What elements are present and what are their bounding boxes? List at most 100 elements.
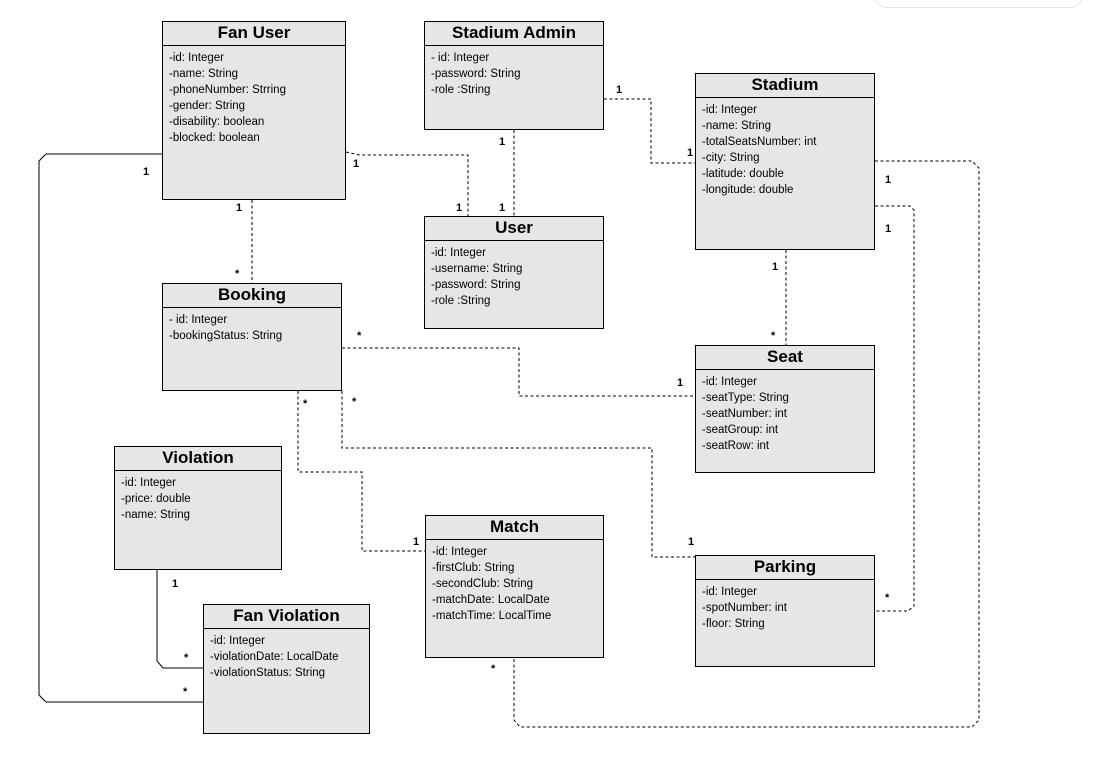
attribute: -id: Integer xyxy=(432,546,487,558)
class-name: Parking xyxy=(696,556,874,580)
multiplicity-label: 1 xyxy=(687,147,694,159)
attribute: -id: Integer xyxy=(121,477,176,489)
attribute: -seatRow: int xyxy=(702,440,770,452)
class-user[interactable]: User -id: Integer -username: String -pas… xyxy=(424,216,604,329)
attribute: -seatNumber: int xyxy=(702,408,788,420)
multiplicity-label: 1 xyxy=(772,261,779,273)
attribute: -violationStatus: String xyxy=(210,667,326,679)
attribute: -id: Integer xyxy=(210,635,265,647)
class-name: Stadium Admin xyxy=(425,22,603,46)
attribute: -bookingStatus: String xyxy=(169,330,283,342)
multiplicity-label: 1 xyxy=(688,536,695,548)
attribute: -blocked: boolean xyxy=(169,132,260,144)
attribute: -id: Integer xyxy=(702,104,757,116)
booking-parking-line xyxy=(341,391,695,558)
class-violation[interactable]: Violation -id: Integer -price: double -n… xyxy=(114,446,282,570)
attribute: -matchTime: LocalTime xyxy=(432,610,552,622)
attribute: -id: Integer xyxy=(702,376,757,388)
attribute: -totalSeatsNumber: int xyxy=(702,136,817,148)
attribute: - id: Integer xyxy=(431,52,490,64)
class-fan-violation[interactable]: Fan Violation -id: Integer -violationDat… xyxy=(203,604,370,734)
multiplicity-label: 1 xyxy=(499,136,506,148)
multiplicity-label: * xyxy=(885,592,890,604)
multiplicity-label: 1 xyxy=(456,202,463,214)
class-name: Booking xyxy=(163,284,341,308)
class-name: User xyxy=(425,217,603,241)
attribute: -username: String xyxy=(431,263,523,275)
multiplicity-label: * xyxy=(491,663,496,675)
fanuser-fanviolation-line xyxy=(38,153,203,703)
attribute-list: -id: Integer -price: double -name: Strin… xyxy=(115,471,281,523)
class-booking[interactable]: Booking - id: Integer -bookingStatus: St… xyxy=(162,283,342,391)
violation-fanviolation-line xyxy=(156,570,203,669)
multiplicity-label: 1 xyxy=(677,377,684,389)
class-name: Match xyxy=(426,516,603,540)
attribute-list: -id: Integer -violationDate: LocalDate -… xyxy=(204,629,369,681)
multiplicity-label: 1 xyxy=(353,158,360,170)
stadium-match-line xyxy=(513,160,980,728)
attribute: -seatGroup: int xyxy=(702,424,779,436)
multiplicity-label: * xyxy=(357,330,362,342)
attribute-list: -id: Integer -name: String -totalSeatsNu… xyxy=(696,98,874,198)
multiplicity-label: * xyxy=(303,398,308,410)
class-parking[interactable]: Parking -id: Integer -spotNumber: int -f… xyxy=(695,555,875,667)
attribute: -password: String xyxy=(431,279,521,291)
class-name: Fan User xyxy=(163,22,345,46)
class-name: Fan Violation xyxy=(204,605,369,629)
multiplicity-label: * xyxy=(235,268,240,280)
attribute: -firstClub: String xyxy=(432,562,515,574)
attribute: -phoneNumber: Strring xyxy=(169,84,286,96)
attribute-list: -id: Integer -seatType: String -seatNumb… xyxy=(696,370,874,454)
attribute: -password: String xyxy=(431,68,521,80)
multiplicity-label: 1 xyxy=(885,174,892,186)
class-stadium[interactable]: Stadium -id: Integer -name: String -tota… xyxy=(695,73,875,250)
stadium-parking-line xyxy=(875,205,915,612)
booking-seat-line xyxy=(342,347,695,397)
attribute: -gender: String xyxy=(169,100,246,112)
attribute: - id: Integer xyxy=(169,314,228,326)
attribute-list: -id: Integer -username: String -password… xyxy=(425,241,603,309)
class-name: Violation xyxy=(115,447,281,471)
attribute: -longitude: double xyxy=(702,184,794,196)
attribute: -latitude: double xyxy=(702,168,784,180)
class-seat[interactable]: Seat -id: Integer -seatType: String -sea… xyxy=(695,345,875,473)
attribute: -role :String xyxy=(431,295,491,307)
attribute: -seatType: String xyxy=(702,392,789,404)
attribute-list: -id: Integer -firstClub: String -secondC… xyxy=(426,540,603,624)
fanuser-user-line xyxy=(345,151,469,216)
class-fan-user[interactable]: Fan User -id: Integer -name: String -pho… xyxy=(162,21,346,200)
multiplicity-label: 1 xyxy=(885,223,892,235)
admin-stadium-line xyxy=(604,98,695,164)
attribute-list: -id: Integer -name: String -phoneNumber:… xyxy=(163,46,345,146)
multiplicity-label: * xyxy=(771,330,776,342)
attribute: -floor: String xyxy=(702,618,765,630)
multiplicity-label: 1 xyxy=(616,84,623,96)
attribute-list: - id: Integer -password: String -role :S… xyxy=(425,46,603,98)
multiplicity-label: * xyxy=(352,396,357,408)
attribute: -role :String xyxy=(431,84,491,96)
booking-match-line xyxy=(297,391,425,552)
multiplicity-label: 1 xyxy=(172,578,179,590)
class-stadium-admin[interactable]: Stadium Admin - id: Integer -password: S… xyxy=(424,21,604,130)
attribute: -id: Integer xyxy=(169,52,224,64)
attribute: -id: Integer xyxy=(702,586,757,598)
attribute: -violationDate: LocalDate xyxy=(210,651,339,663)
multiplicity-label: * xyxy=(183,686,188,698)
class-name: Stadium xyxy=(696,74,874,98)
attribute: -price: double xyxy=(121,493,191,505)
attribute: -disability: boolean xyxy=(169,116,265,128)
attribute: -id: Integer xyxy=(431,247,486,259)
multiplicity-label: * xyxy=(184,652,189,664)
class-match[interactable]: Match -id: Integer -firstClub: String -s… xyxy=(425,515,604,658)
multiplicity-label: 1 xyxy=(413,536,420,548)
attribute: -name: String xyxy=(169,68,239,80)
attribute: -city: String xyxy=(702,152,760,164)
multiplicity-label: 1 xyxy=(499,202,506,214)
attribute: -name: String xyxy=(702,120,772,132)
multiplicity-label: 1 xyxy=(236,202,243,214)
attribute: -secondClub: String xyxy=(432,578,533,590)
attribute: -name: String xyxy=(121,509,191,521)
attribute: -matchDate: LocalDate xyxy=(432,594,550,606)
